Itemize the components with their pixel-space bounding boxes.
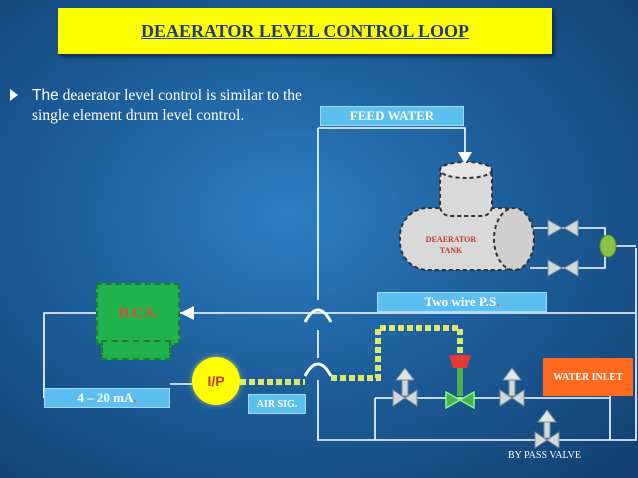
- two-wire-dot: .: [496, 294, 500, 309]
- bullet-point: The deaerator level control is similar t…: [10, 86, 302, 126]
- outlet-valve-top-icon: [547, 219, 579, 237]
- green-indicator-icon: [599, 234, 617, 258]
- ma-dot: .: [133, 390, 137, 405]
- two-wire-ps-label: Two wire P.S.: [377, 292, 547, 312]
- feed-water-top-line: [318, 127, 466, 162]
- bypass-valve-label: BY PASS VALVE: [508, 450, 582, 461]
- ip-converter: I/P: [192, 357, 240, 405]
- ma-text: 4 – 20 mA: [77, 390, 134, 405]
- air-signal-label: AIR SIG.: [248, 394, 306, 414]
- deaerator-tank-label: DEAERATOR TANK: [414, 234, 488, 256]
- deaerator-tank-icon: [399, 152, 535, 271]
- bypass-valve-icon: [534, 409, 560, 449]
- feed-water-label: FEED WATER: [320, 106, 464, 126]
- crossover-hump-1: [303, 308, 333, 323]
- outlet-line-top: [530, 227, 606, 269]
- air-signal-line-2: [331, 325, 463, 381]
- crossover-hump-2: [303, 362, 333, 377]
- dcs-panel: [101, 340, 171, 360]
- manual-valve-2-icon: [499, 367, 525, 407]
- ip-label: I/P: [207, 373, 225, 389]
- lower-left-loop: [317, 313, 637, 441]
- deaerator-label-line1: DEAERATOR: [425, 235, 477, 244]
- bullet-arrow-icon: [10, 89, 18, 101]
- control-valve-icon: [445, 355, 475, 410]
- slide-title: DEAERATOR LEVEL CONTROL LOOP: [141, 20, 469, 41]
- outlet-valve-bottom-icon: [547, 259, 579, 277]
- dcs-box: D.C.S.: [96, 283, 180, 345]
- water-inlet-label: WATER INLET: [543, 358, 633, 396]
- bullet-lead-text: The: [32, 87, 59, 104]
- manual-valve-1-icon: [392, 367, 418, 407]
- deaerator-label-line2: TANK: [439, 246, 463, 255]
- dcs-label: D.C.S.: [118, 306, 158, 321]
- dcs-arrow-icon: [180, 306, 194, 320]
- title-box: DEAERATOR LEVEL CONTROL LOOP: [58, 8, 552, 54]
- two-wire-text: Two wire P.S: [424, 294, 497, 309]
- left-loop-line: [43, 312, 96, 398]
- ma-signal-label: 4 – 20 mA.: [44, 388, 170, 408]
- bullet-body-text: deaerator level control is similar to th…: [32, 87, 302, 124]
